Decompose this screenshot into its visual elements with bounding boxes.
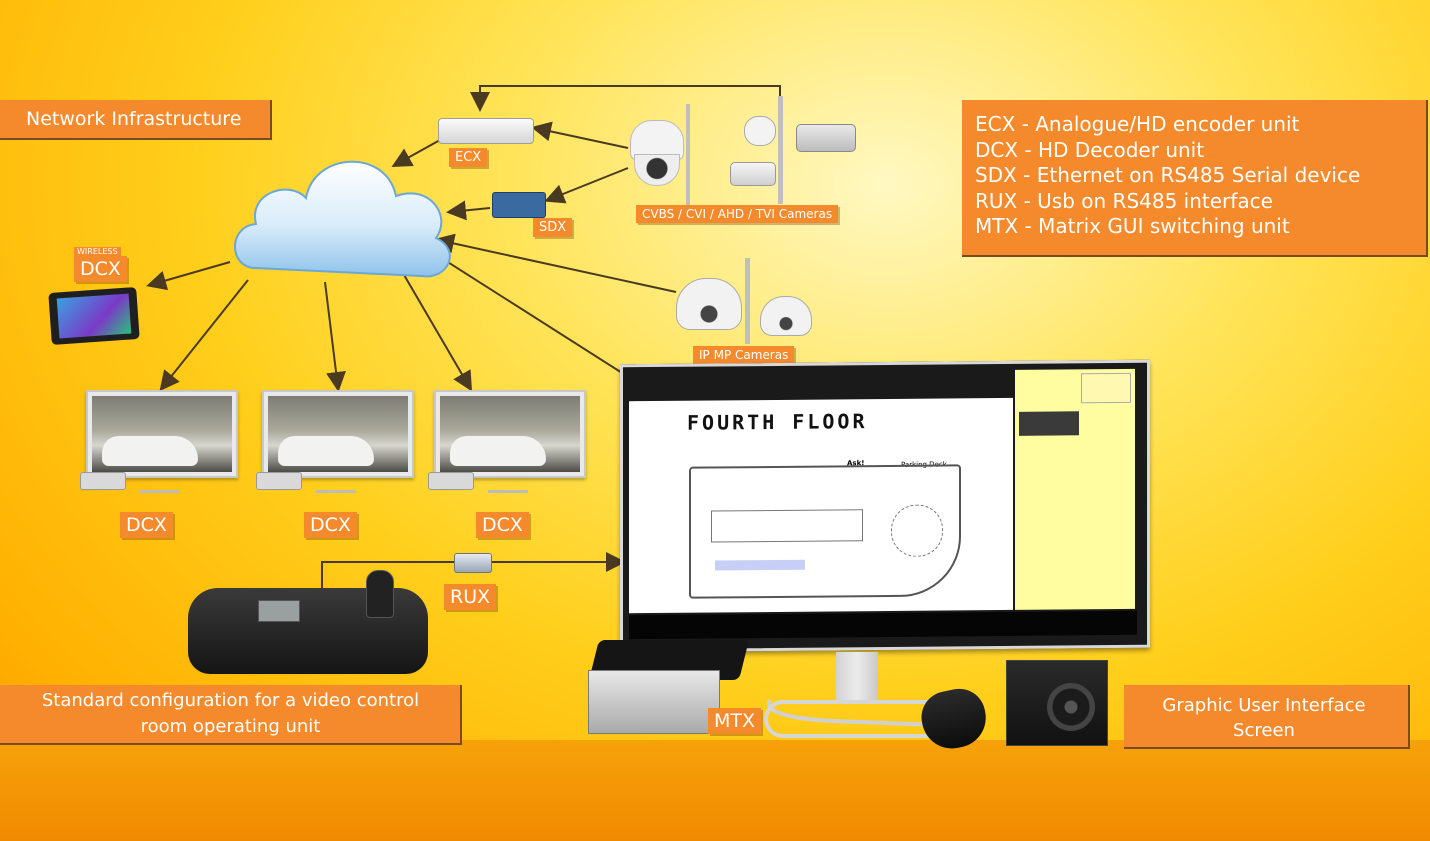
- dcx-3-label: DCX: [476, 512, 529, 538]
- gui-side-panel: [1015, 368, 1135, 610]
- usb-adapter-icon: [454, 553, 492, 573]
- gui-monitor-stand: [836, 652, 878, 700]
- arrow-cloud-to-dcx2: [324, 281, 346, 392]
- legend-item: MTX - Matrix GUI switching unit: [975, 214, 1290, 238]
- tablet-icon: [48, 286, 140, 346]
- cloud-icon: [234, 160, 451, 278]
- decoder-box-icon: [256, 472, 302, 490]
- ptz-camera-pole: [686, 104, 690, 206]
- arrow-cloud-to-dcx3: [399, 267, 473, 392]
- wireless-label: WIRELESS: [74, 247, 121, 256]
- ip-camera-pole: [745, 258, 750, 344]
- standard-config-text: Standard configuration for a video contr…: [41, 690, 420, 737]
- arrow-ip-to-cloud: [434, 233, 677, 293]
- decoder-box-icon: [80, 472, 126, 490]
- arrow-sdx-to-cloud: [446, 200, 491, 221]
- monitor-stand: [488, 474, 528, 493]
- arrow-poles-to-ecx: [470, 85, 781, 112]
- mtx-label: MTX: [708, 708, 762, 734]
- legend-item: SDX - Ethernet on RS485 Serial device: [975, 163, 1361, 187]
- network-infrastructure-label: Network Infrastructure: [0, 100, 272, 140]
- gui-screen-text: Graphic User Interface Screen: [1162, 695, 1366, 741]
- wireless-dcx-label: DCX: [74, 256, 127, 282]
- bullet-camera-icon: [796, 124, 856, 152]
- ptz-camera-icon: [628, 120, 684, 186]
- arrow-ecx-to-cloud: [391, 139, 441, 167]
- network-infrastructure-text: Network Infrastructure: [26, 108, 242, 130]
- sdx-label: SDX: [533, 218, 573, 237]
- floor-plan-title: FOURTH FLOOR: [687, 409, 868, 435]
- legend-panel: ECX - Analogue/HD encoder unit DCX - HD …: [962, 100, 1428, 257]
- bullet-camera-icon: [730, 162, 776, 186]
- serial-device-icon: [492, 192, 546, 218]
- multisensor-camera-icon: [760, 296, 812, 336]
- floor-plan-view: FOURTH FLOOR Ask! Parking Deck: [629, 397, 1013, 614]
- arrow-gui-to-cloud: [428, 249, 653, 393]
- gui-console-strip: [629, 610, 1137, 640]
- gui-monitor-icon: FOURTH FLOOR Ask! Parking Deck: [620, 359, 1150, 653]
- dcx-1-label: DCX: [120, 512, 173, 538]
- dvr-icon: [438, 112, 534, 146]
- monitor-icon: [434, 390, 586, 478]
- monitor-stand: [316, 474, 356, 493]
- ecx-label: ECX: [449, 148, 488, 167]
- gui-screen-panel: Graphic User Interface Screen: [1124, 685, 1410, 749]
- multisensor-camera-icon: [676, 278, 742, 330]
- background-floor: [0, 740, 1430, 841]
- monitor-icon: [86, 390, 238, 478]
- legend-item: DCX - HD Decoder unit: [975, 137, 1205, 162]
- legend-item: RUX - Usb on RS485 interface: [975, 188, 1273, 213]
- ip-cameras-label: IP MP Cameras: [693, 346, 795, 364]
- speaker-icon: [1006, 660, 1108, 746]
- mini-pc-icon: [588, 640, 756, 736]
- dcx-2-label: DCX: [304, 512, 357, 538]
- bullet-camera-pole: [778, 96, 783, 204]
- rux-label: RUX: [444, 584, 497, 610]
- standard-config-panel: Standard configuration for a video contr…: [0, 685, 462, 745]
- monitor-icon: [262, 390, 414, 478]
- keyboard-icon: [188, 570, 428, 674]
- legend-item: ECX - Analogue/HD encoder unit: [975, 112, 1300, 136]
- wire-keyboard-rux-monitor: [321, 552, 626, 592]
- arrow-ptz-to-ecx: [531, 121, 629, 149]
- decoder-box-icon: [428, 472, 474, 490]
- arrow-cloud-to-tablet: [146, 261, 231, 291]
- monitor-stand: [140, 474, 180, 493]
- arrow-ptz-to-sdx: [544, 167, 629, 204]
- analog-cameras-label: CVBS / CVI / AHD / TVI Cameras: [636, 205, 839, 223]
- floor-plan-map: [689, 464, 961, 599]
- bullet-camera-icon: [744, 116, 776, 146]
- arrow-cloud-to-dcx1: [159, 279, 249, 392]
